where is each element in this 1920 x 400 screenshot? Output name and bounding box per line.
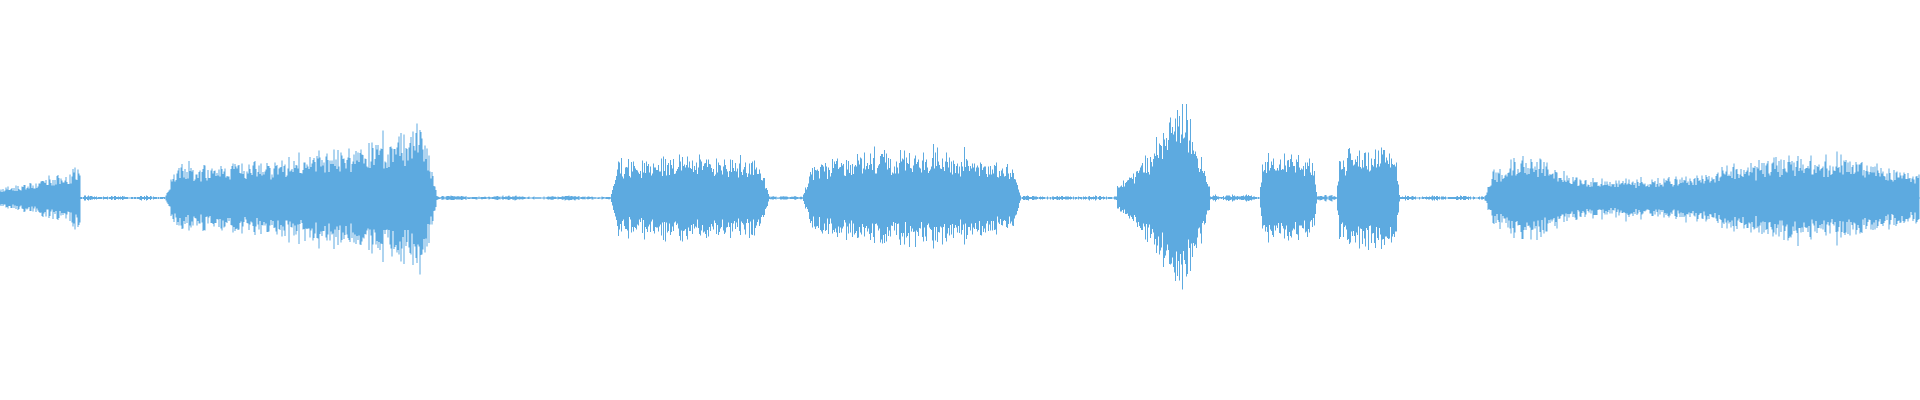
waveform-amplitude-bars [0, 103, 1920, 290]
